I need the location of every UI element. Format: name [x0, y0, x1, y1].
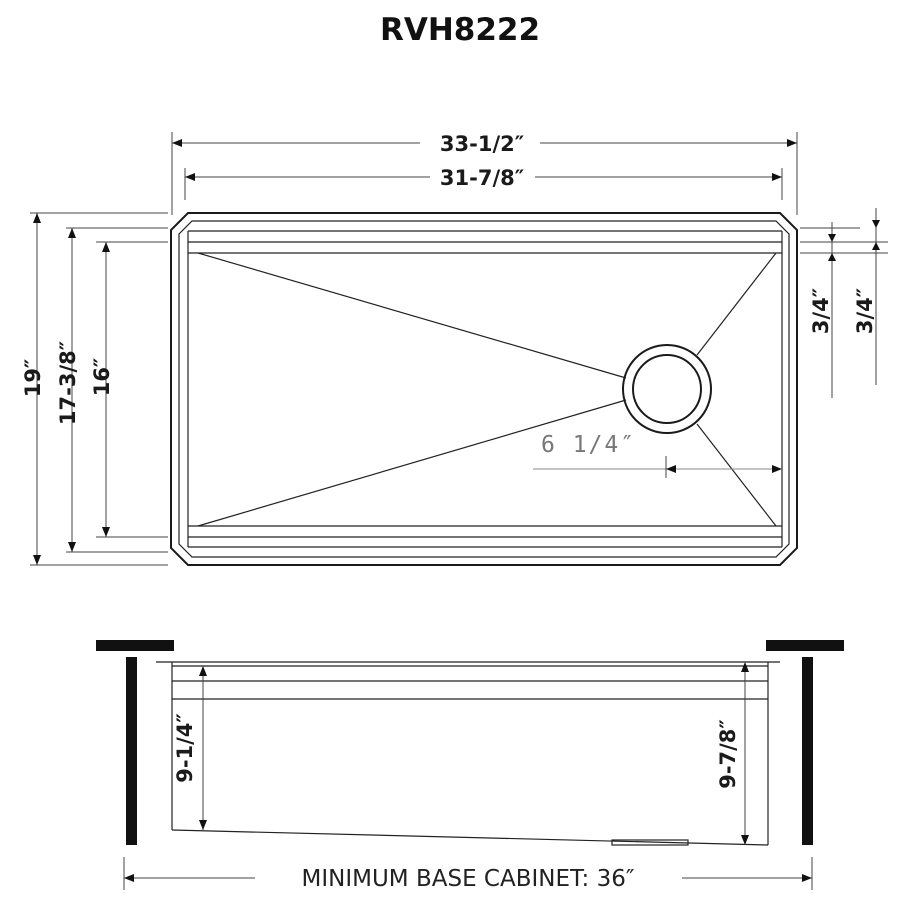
bowl-depth-dimension: 16″ — [90, 241, 168, 538]
inner-depth-dimension: 17-3/8″ — [56, 227, 168, 553]
model-title: RVH8222 — [380, 12, 540, 48]
left-depth-label: 9-1/4″ — [173, 713, 197, 783]
bowl-width-label: 31-7/8″ — [440, 166, 524, 190]
drain — [622, 344, 712, 434]
right-depth-label: 9-7/8″ — [716, 719, 740, 789]
right-ledge-label-a: 3/4″ — [809, 288, 833, 334]
overall-depth-dimension: 19″ — [21, 212, 168, 566]
side-view: 9-1/4″ 9-7/8″ MINIMUM BASE CABINET: 36″ — [96, 640, 844, 892]
drain-offset-label: 6 1/4″ — [541, 432, 636, 458]
top-view: 33-1/2″ 31-7/8″ — [21, 132, 888, 566]
right-depth-dimension: 9-7/8″ — [716, 662, 749, 845]
sink-profile — [156, 661, 780, 846]
overall-width-dimension: 33-1/2″ — [171, 132, 798, 215]
right-ledge-label-b: 3/4″ — [853, 288, 877, 334]
countertop-left — [96, 640, 174, 845]
min-cabinet-label: MINIMUM BASE CABINET: 36″ — [302, 866, 635, 892]
bowl-width-dimension: 31-7/8″ — [184, 166, 783, 200]
countertop-right — [766, 640, 844, 845]
bowl-depth-label: 16″ — [90, 358, 114, 397]
right-ledge-dimensions: 3/4″ 3/4″ — [800, 208, 888, 398]
left-depth-dimension: 9-1/4″ — [173, 666, 207, 830]
overall-width-label: 33-1/2″ — [440, 132, 524, 156]
overall-depth-label: 19″ — [21, 359, 45, 398]
inner-depth-label: 17-3/8″ — [56, 341, 80, 425]
min-cabinet-dimension: MINIMUM BASE CABINET: 36″ — [123, 857, 813, 892]
sink-outline — [170, 212, 798, 566]
drain-offset-dimension: 6 1/4″ — [533, 432, 782, 478]
